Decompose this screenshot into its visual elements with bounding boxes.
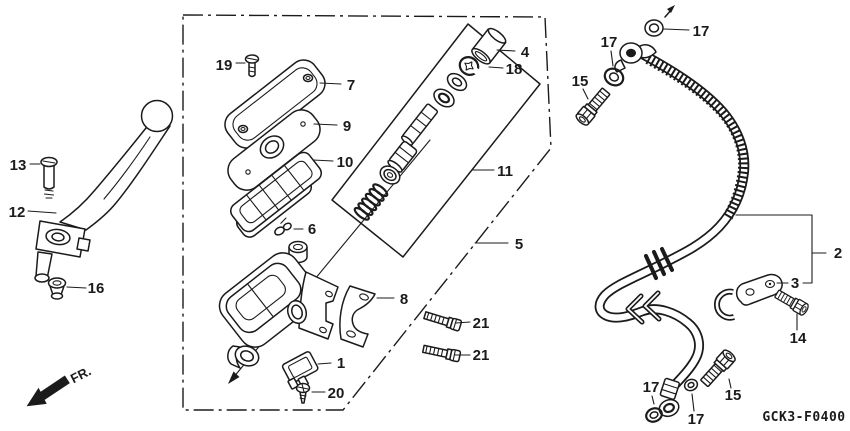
- banjo-bolt-top: [575, 87, 611, 126]
- callout-17-bottom-mid: 17: [688, 411, 705, 428]
- sealing-washer-upper-left: [603, 67, 625, 87]
- diagram-code: GCK3-F0400: [762, 410, 845, 425]
- circlip: [458, 56, 481, 76]
- stay-bolt: [774, 289, 809, 316]
- callout-13: 13: [10, 157, 27, 174]
- callout-17-bottom-left: 17: [643, 379, 660, 396]
- sealing-washer-top: [644, 19, 664, 37]
- front-label: FR.: [68, 363, 93, 386]
- front-direction-marker: FR.: [26, 363, 93, 407]
- callout-21-upper: 21: [473, 315, 490, 332]
- piston-kit-box: [331, 23, 541, 258]
- brake-hose: [594, 49, 750, 394]
- banjo-bolt-bottom: [700, 349, 736, 388]
- leader-lines: [27, 28, 798, 412]
- reservoir-boss: [288, 240, 308, 264]
- lever-pivot-bolt: [40, 156, 58, 199]
- hose-bottom-banjo: [658, 398, 680, 418]
- callout-12: 12: [9, 204, 26, 221]
- clamp-bolt-lower: [421, 344, 462, 363]
- piston-spring: [353, 183, 389, 221]
- piston-rod: [400, 103, 438, 146]
- switch-screw: [295, 382, 311, 404]
- callout-5: 5: [515, 236, 523, 253]
- diaphragm-plate: [227, 109, 321, 191]
- callout-15-bottom: 15: [725, 387, 742, 404]
- cap-screw: [244, 54, 260, 78]
- clamp-bolt-upper: [423, 311, 463, 332]
- callout-16: 16: [88, 280, 105, 297]
- direction-arrow-small: [664, 5, 675, 18]
- callout-3: 3: [791, 275, 799, 292]
- piston-seal: [433, 88, 455, 108]
- hose-top-banjo: [614, 42, 657, 73]
- callout-11: 11: [497, 163, 513, 180]
- piston-boot: [471, 27, 507, 65]
- clip: [274, 217, 292, 236]
- piston-cup: [379, 165, 401, 185]
- callout-4: 4: [521, 44, 530, 61]
- callout-14: 14: [790, 330, 807, 347]
- callout-17-upper-left: 17: [601, 34, 618, 51]
- front-arrow-icon: [26, 375, 70, 407]
- callout-19: 19: [216, 57, 233, 74]
- sealing-washer-bottom-mid: [683, 378, 699, 392]
- callout-labels: 19 7 9 10 4 18 11 5 13 12 16 6 8 1 20 21…: [9, 23, 843, 428]
- callout-18: 18: [506, 61, 523, 78]
- callout-9: 9: [343, 118, 351, 135]
- callout-20: 20: [328, 385, 345, 402]
- callout-21-lower: 21: [473, 347, 490, 364]
- pivot-bushing: [47, 277, 67, 300]
- callout-17-top: 17: [693, 23, 710, 40]
- piston: [387, 140, 418, 173]
- piston-washer: [446, 72, 468, 92]
- callout-7: 7: [347, 77, 355, 94]
- brake-lever: [34, 99, 174, 283]
- callout-6: 6: [308, 221, 316, 238]
- hose-end-fitting: [659, 377, 680, 401]
- callout-15-top: 15: [572, 73, 589, 90]
- callout-10: 10: [337, 154, 354, 171]
- sealing-washer-bottom-left: [645, 407, 663, 423]
- hose-stay: [713, 273, 783, 321]
- hose-assembly-bracket: [735, 214, 827, 284]
- assembly-boundary-box: [182, 14, 552, 411]
- callout-8: 8: [400, 291, 408, 308]
- callout-1: 1: [337, 355, 345, 372]
- callout-2: 2: [834, 245, 842, 262]
- reservoir-cap: [224, 59, 326, 149]
- master-cylinder-body: [218, 252, 339, 369]
- diaphragm: [230, 151, 322, 238]
- hose-grommet: [644, 247, 674, 280]
- handlebar-clamp: [339, 285, 376, 348]
